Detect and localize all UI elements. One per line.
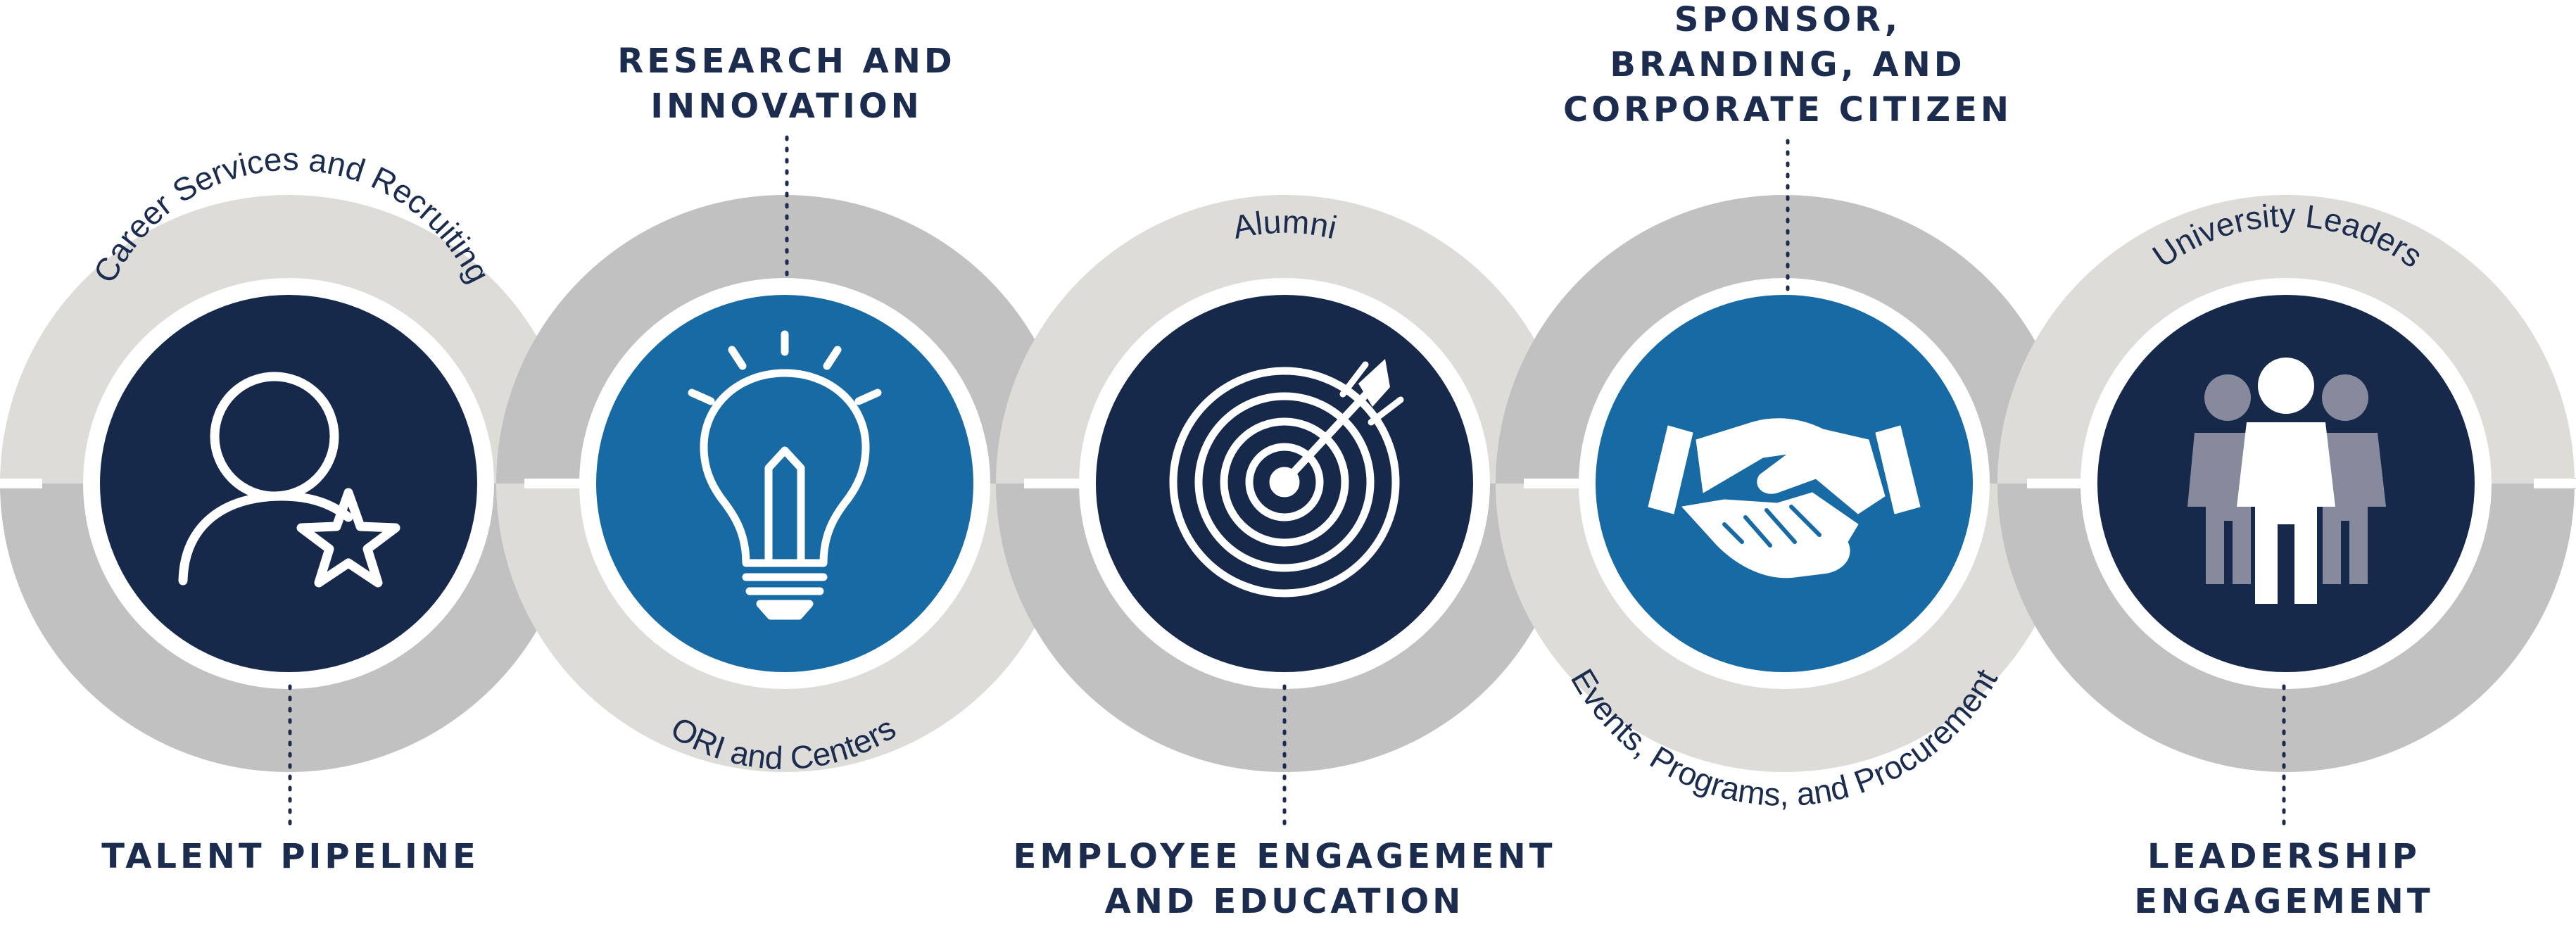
heading-research-innovation-line-1: RESEARCH AND [617,42,956,81]
heading-employee-engagement: EMPLOYEE ENGAGEMENT AND EDUCATION [1003,834,1566,924]
heading-talent-pipeline: TALENT PIPELINE [88,834,493,879]
heading-leadership-engagement-line-2: ENGAGEMENT [2134,882,2434,921]
heading-sponsor-branding-line-3: CORPORATE CITIZEN [1562,90,2013,129]
arc-label-alumni: Alumni [1230,203,1340,246]
heading-sponsor-branding-line-2: BRANDING, AND [1610,45,1966,84]
heading-research-innovation-line-2: INNOVATION [650,87,923,126]
heading-employee-engagement-line-2: AND EDUCATION [1104,882,1465,921]
heading-sponsor-branding: SPONSOR, BRANDING, AND CORPORATE CITIZEN [1541,0,2034,132]
heading-leadership-engagement-line-1: LEADERSHIP [2147,837,2420,876]
handshake-icon [1648,418,1921,579]
heading-employee-engagement-line-1: EMPLOYEE ENGAGEMENT [1013,837,1556,876]
heading-sponsor-branding-line-1: SPONSOR, [1674,0,1902,39]
ring-separators [0,479,2576,488]
heading-leadership-engagement: LEADERSHIP ENGAGEMENT [2076,834,2492,924]
person-star-icon [178,372,400,588]
heading-research-innovation: RESEARCH AND INNOVATION [584,39,989,129]
lightbulb-icon [688,330,882,620]
core-circle-1 [100,295,477,672]
group-people-icon [2187,358,2386,604]
target-arrow-icon [1169,359,1404,598]
heading-talent-pipeline-line-1: TALENT PIPELINE [101,837,479,876]
leader-lines [288,135,2286,829]
